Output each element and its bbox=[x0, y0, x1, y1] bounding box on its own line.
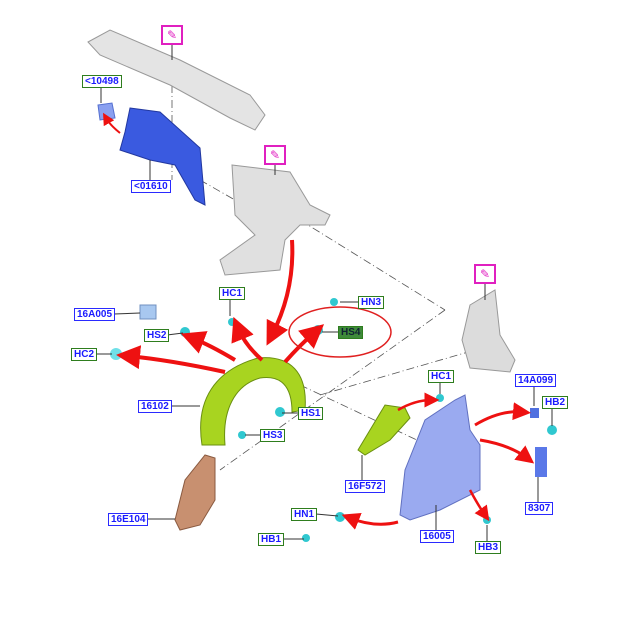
callout-01610[interactable]: <01610 bbox=[131, 180, 171, 193]
callout-hc2[interactable]: HC2 bbox=[71, 348, 98, 361]
callout-8307[interactable]: 8307 bbox=[525, 502, 554, 515]
callout-16102[interactable]: 16102 bbox=[138, 400, 172, 413]
callout-hs1[interactable]: HS1 bbox=[298, 407, 324, 420]
callout-hb3[interactable]: HB3 bbox=[475, 541, 502, 554]
highlight-callout bbox=[288, 306, 392, 358]
callout-hn3[interactable]: HN3 bbox=[358, 296, 385, 309]
callout-16005[interactable]: 16005 bbox=[420, 530, 454, 543]
fastener-hb2 bbox=[547, 425, 557, 435]
fastener-hc1-right bbox=[436, 394, 444, 402]
callout-16E104[interactable]: 16E104 bbox=[108, 513, 149, 526]
cross-member-part bbox=[87, 29, 266, 131]
callout-hb1[interactable]: HB1 bbox=[258, 533, 285, 546]
callout-14A099[interactable]: 14A099 bbox=[515, 374, 557, 387]
liner-16F572-part bbox=[357, 404, 411, 456]
pencil-icon[interactable]: ✎ bbox=[474, 264, 496, 284]
callout-hb2[interactable]: HB2 bbox=[542, 396, 569, 409]
dash-panel-part bbox=[219, 164, 331, 276]
leader-lines bbox=[94, 42, 553, 541]
part-16A005 bbox=[139, 304, 157, 320]
fastener-hs1 bbox=[275, 407, 285, 417]
part-8307 bbox=[535, 447, 547, 477]
pencil-icon[interactable]: ✎ bbox=[161, 25, 183, 45]
callout-hs4[interactable]: HS4 bbox=[338, 326, 364, 339]
panel-16E104-part bbox=[174, 454, 216, 531]
part-14A099 bbox=[530, 408, 539, 418]
callout-hc1-left[interactable]: HC1 bbox=[219, 287, 246, 300]
fastener-hb3 bbox=[483, 516, 491, 524]
callout-16F572[interactable]: 16F572 bbox=[345, 480, 385, 493]
callout-16A005[interactable]: 16A005 bbox=[74, 308, 116, 321]
assembly-arrows bbox=[103, 112, 535, 530]
fastener-hs3 bbox=[238, 431, 246, 439]
fastener-hc1 bbox=[228, 318, 236, 326]
fastener-hs2 bbox=[180, 327, 190, 337]
bracket-10498-part bbox=[97, 102, 116, 121]
pillar-part bbox=[461, 289, 516, 373]
fastener-hn1 bbox=[335, 512, 345, 522]
callout-10498[interactable]: <10498 bbox=[82, 75, 122, 88]
apron-part bbox=[119, 107, 206, 206]
fastener-hb1 bbox=[302, 534, 310, 542]
callout-hs2[interactable]: HS2 bbox=[144, 329, 170, 342]
callout-hc1-right[interactable]: HC1 bbox=[428, 370, 455, 383]
fastener-hn3 bbox=[330, 298, 338, 306]
callout-hn1[interactable]: HN1 bbox=[291, 508, 318, 521]
pencil-icon[interactable]: ✎ bbox=[264, 145, 286, 165]
fender-16005-part bbox=[399, 394, 481, 521]
callout-hs3[interactable]: HS3 bbox=[260, 429, 286, 442]
